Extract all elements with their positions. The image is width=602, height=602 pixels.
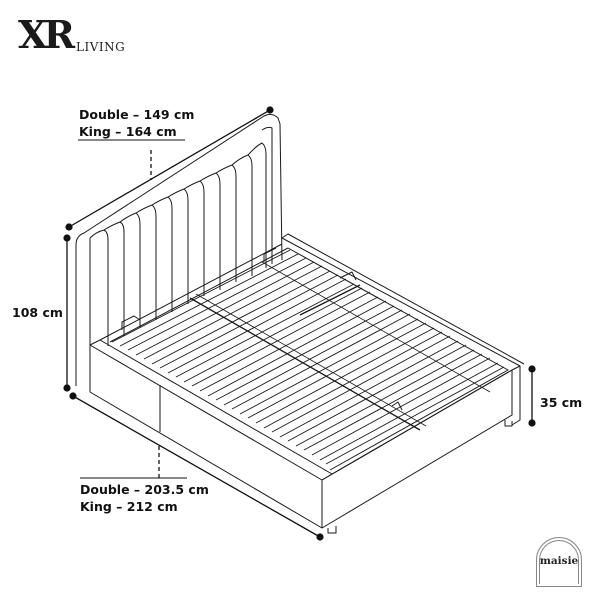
length-double: Double – 203.5 cm	[80, 482, 209, 497]
brand-logo: XR LIVING	[18, 12, 128, 57]
length-label: Double – 203.5 cm King – 212 cm	[80, 481, 209, 515]
width-label: Double – 149 cm King – 164 cm	[79, 106, 194, 140]
badge-text: maisie	[539, 555, 579, 567]
logo-mark: XR	[18, 12, 75, 57]
width-king: King – 164 cm	[79, 124, 177, 139]
slats	[111, 249, 505, 465]
badge-inner-arch	[539, 540, 579, 584]
logo-subtitle: LIVING	[76, 40, 126, 54]
maisie-badge: maisie	[536, 537, 582, 587]
headboard-outline	[75, 113, 283, 261]
dimension-lines	[63, 106, 536, 541]
base-height-label: 35 cm	[540, 395, 583, 410]
length-king: King – 212 cm	[80, 499, 178, 514]
base-foot-end	[321, 369, 513, 529]
width-double: Double – 149 cm	[79, 107, 195, 122]
headboard-channels	[89, 126, 273, 346]
headboard-height-label: 108 cm	[12, 305, 63, 320]
